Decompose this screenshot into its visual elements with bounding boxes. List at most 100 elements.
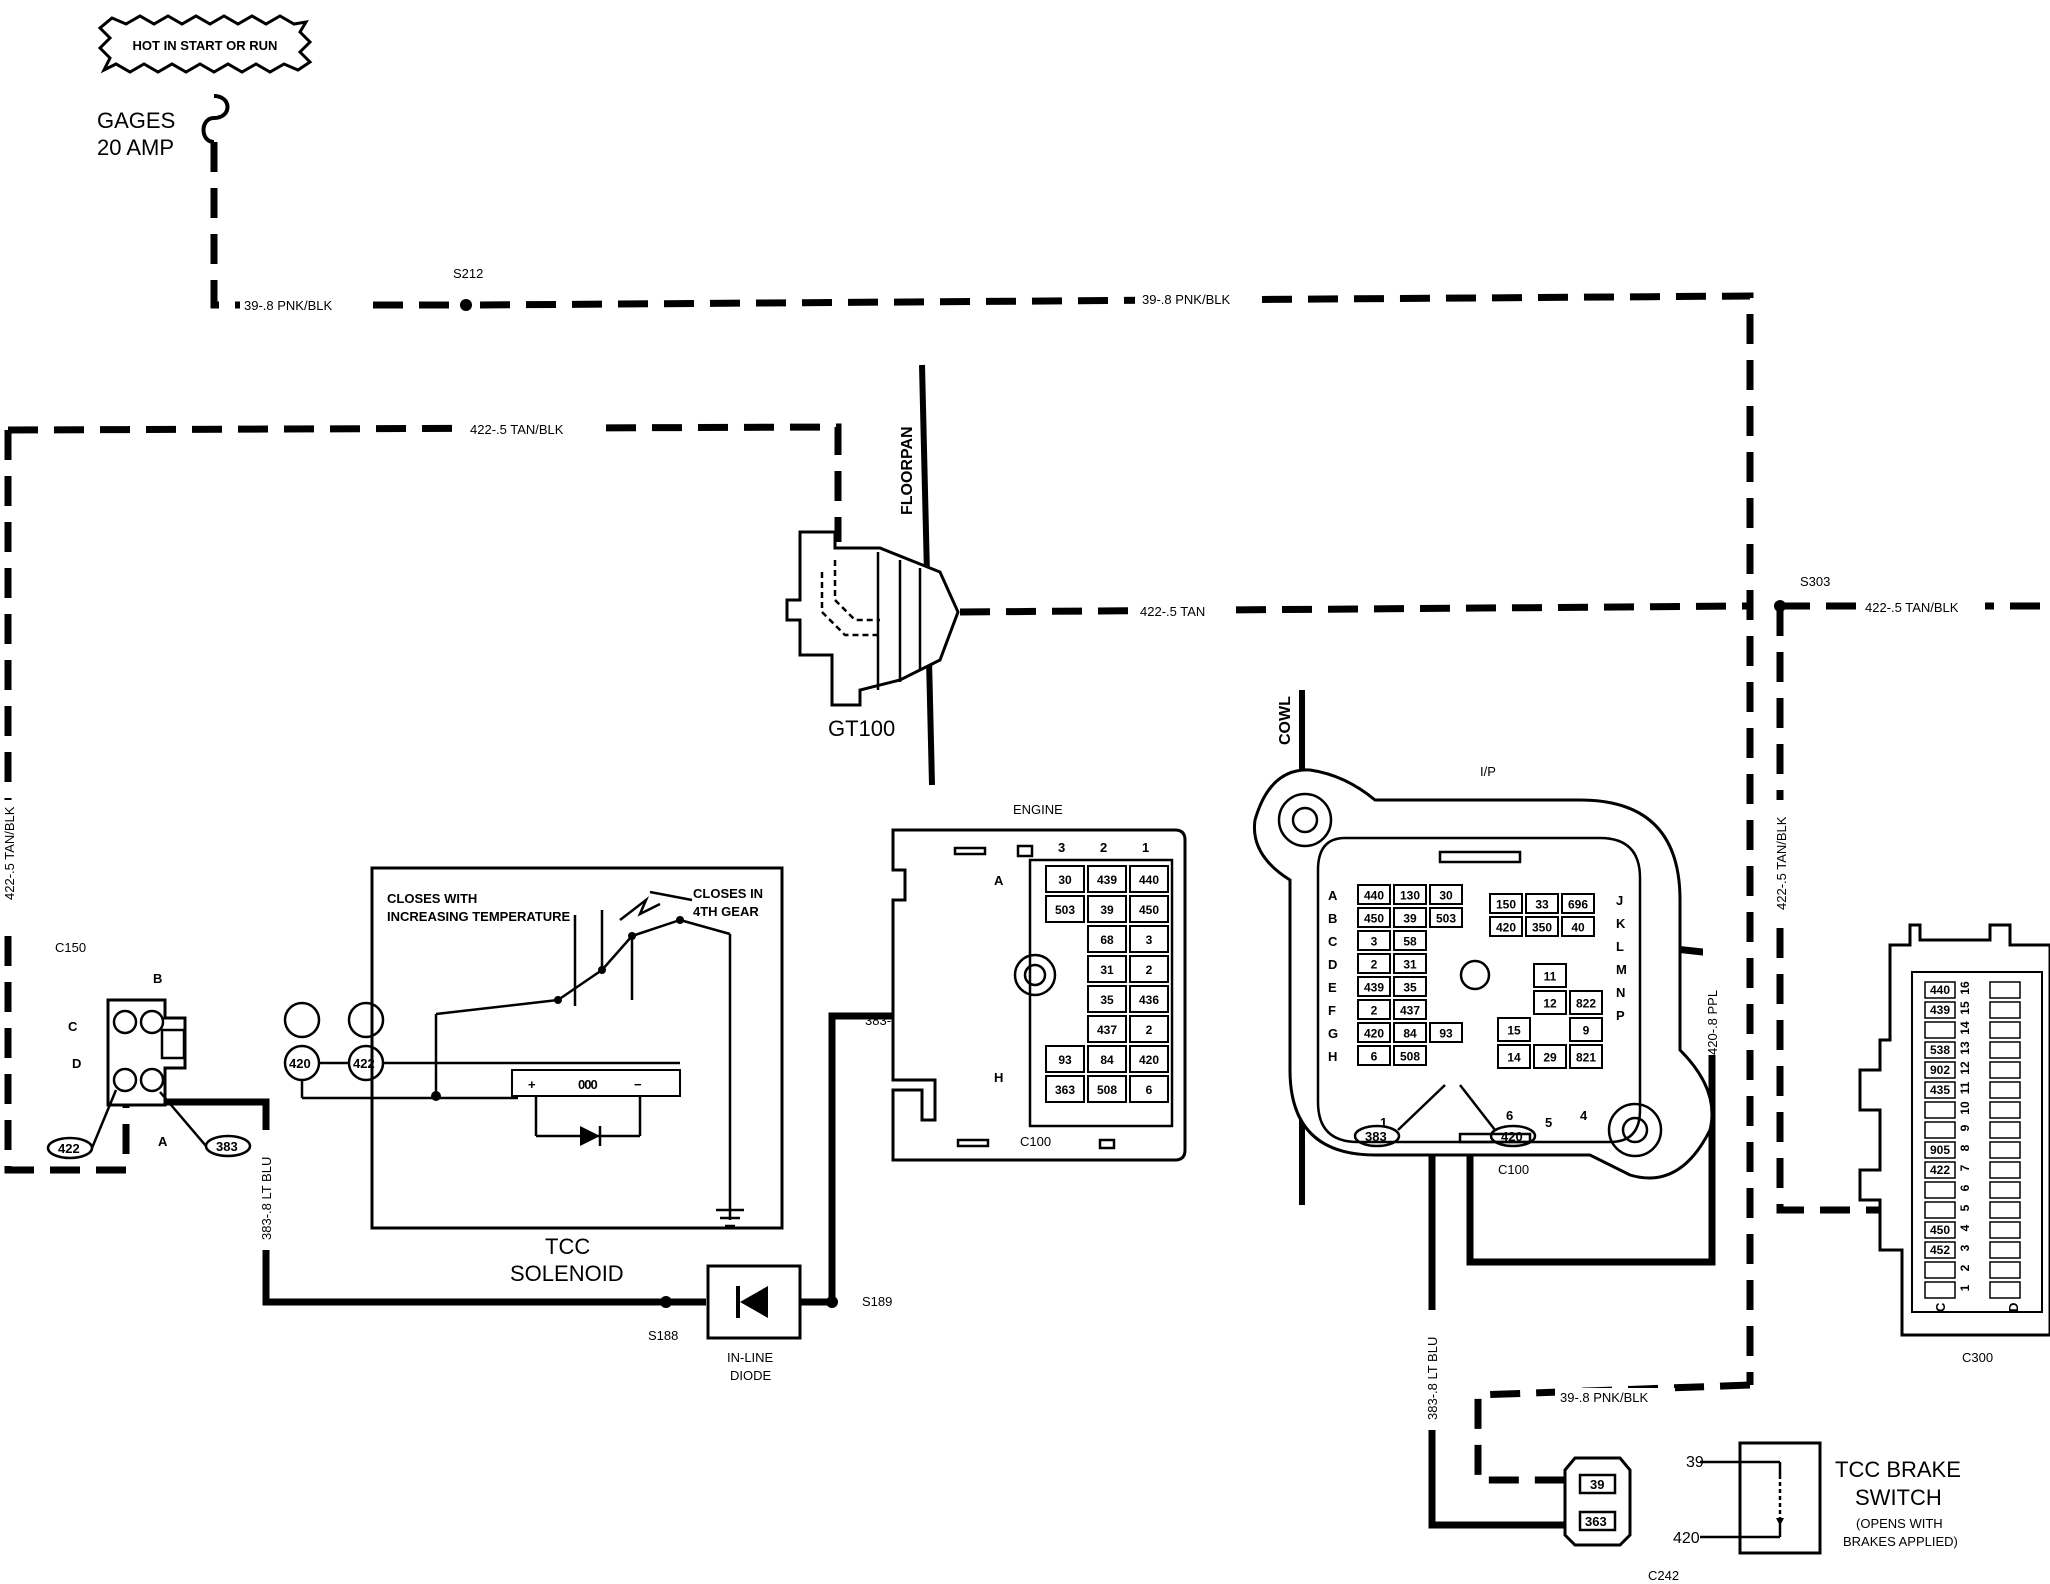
c300-pin-number: 15 [1958, 1001, 1972, 1015]
ip-c100-cavity [1393, 976, 1427, 997]
brake-switch-in-39: 39 [1686, 1454, 1704, 1471]
label-420-ppl: 420-.8 PPL [1705, 990, 1720, 1055]
c300-pin-number: 4 [1958, 1224, 1972, 1231]
ip-c100-cavity [1489, 916, 1523, 937]
c242-label: C242 [1648, 1568, 1679, 1583]
ip-c100-circuit-number: 11 [1544, 970, 1557, 984]
inline-diode-label2: DIODE [730, 1368, 772, 1383]
tcc-solenoid-line2: SOLENOID [510, 1261, 624, 1286]
brake-switch-line4: BRAKES APPLIED) [1843, 1534, 1958, 1549]
engine-c100-cavity [1087, 925, 1127, 953]
ip-c100-cavity [1393, 999, 1427, 1020]
c300-cavity-left [1924, 1161, 1956, 1179]
engine-c100-cavity [1045, 1075, 1085, 1103]
ip-row-letter: K [1616, 916, 1626, 931]
ip-c100-cavity [1497, 1044, 1531, 1069]
engine-c100-cavity [1045, 1045, 1085, 1073]
engine-c100-cavity [1129, 1075, 1169, 1103]
engine-col-3: 3 [1058, 840, 1065, 855]
ip-c100-cavity [1357, 976, 1391, 997]
c300-pin-number: 2 [1958, 1264, 1972, 1271]
label-39-pnk-blk-2: 39-.8 PNK/BLK [1142, 292, 1230, 307]
c300-cell-grid: 1644015439141353812902114351098905742265… [1924, 981, 2021, 1299]
ip-row-letter: G [1328, 1026, 1338, 1041]
ip-c100-cavity [1393, 930, 1427, 951]
splice-s212-dot [460, 299, 472, 311]
solenoid-terminal-420: 420 [289, 1056, 311, 1071]
label-422-tan: 422-.5 TAN [1140, 604, 1205, 619]
fuse-rating: 20 AMP [97, 135, 174, 160]
c150-connector: C150 B C D A 422 383 [46, 940, 252, 1160]
c300-pin-number: 12 [1958, 1061, 1972, 1075]
engine-c100-circuit-number: 420 [1139, 1053, 1159, 1067]
ip-c100-cavity [1357, 999, 1391, 1020]
ip-c100-circuit-number: 437 [1400, 1004, 1420, 1018]
c300-circuit-number: 902 [1930, 1063, 1950, 1077]
ip-c100-circuit-number: 30 [1439, 889, 1453, 903]
ip-c100-circuit-number: 14 [1507, 1051, 1521, 1065]
c300-cavity-right [1989, 981, 2021, 999]
hot-in-start-or-run-label: HOT IN START OR RUN [133, 38, 278, 53]
label-39-pnk-blk-1: 39-.8 PNK/BLK [244, 298, 332, 313]
hot-in-start-or-run-burst [97, 14, 313, 74]
c300-cavity-left [1924, 1201, 1956, 1219]
ip-c100-circuit-number: 420 [1364, 1027, 1384, 1041]
engine-c100-cavity [1045, 895, 1085, 923]
engine-c100-cavity [1129, 1045, 1169, 1073]
ip-c100-cavity [1533, 1044, 1567, 1069]
c242-pin-363: 363 [1585, 1514, 1607, 1529]
engine-row-a: A [994, 873, 1004, 888]
c300-pin-number: 1 [1958, 1284, 1972, 1291]
c300-cavity-right [1989, 1081, 2021, 1099]
ip-c100-cavity [1393, 907, 1427, 928]
ip-c100-circuit-number: 440 [1364, 889, 1384, 903]
engine-c100-circuit-number: 35 [1100, 993, 1114, 1007]
c300-circuit-number: 435 [1930, 1083, 1950, 1097]
ip-row-letter: H [1328, 1049, 1337, 1064]
engine-label: ENGINE [1013, 802, 1063, 817]
brake-switch-line1: TCC BRAKE [1835, 1457, 1961, 1482]
c300-cavity-right [1989, 1061, 2021, 1079]
c150-pin-a: A [158, 1134, 168, 1149]
c300-label: C300 [1962, 1350, 1993, 1365]
c300-cavity-right [1989, 1041, 2021, 1059]
ip-c100-cavity [1429, 1022, 1463, 1043]
wire-39-pnk-blk-main-2 [479, 292, 1754, 1385]
ip-c100-cavity [1393, 953, 1427, 974]
c150-circuit-383: 383 [216, 1139, 238, 1154]
closes-temp-line1: CLOSES WITH [387, 891, 477, 906]
ip-c100-cavity [1393, 1022, 1427, 1043]
c300-cavity-right [1989, 1161, 2021, 1179]
c300-cavity-left [1924, 1021, 1956, 1039]
engine-c100-cavity [1129, 955, 1169, 983]
engine-c100-circuit-number: 39 [1100, 903, 1114, 917]
ip-c100-circuit-number: 3 [1371, 935, 1378, 949]
ip-c100-cavity [1357, 884, 1391, 905]
ip-c100-circuit-number: 420 [1496, 921, 1516, 935]
tcc-solenoid-line1: TCC [545, 1234, 590, 1259]
c300-cavity-right [1989, 1201, 2021, 1219]
ip-c100-circuit-number: 696 [1568, 898, 1588, 912]
ip-c100-circuit-number: 150 [1496, 898, 1516, 912]
c300-cavity-left [1924, 1061, 1956, 1079]
engine-c100-cavity [1087, 955, 1127, 983]
ip-c100-circuit-number: 31 [1403, 958, 1417, 972]
c300-cavity-right [1989, 1021, 2021, 1039]
floorpan-label: FLOORPAN [899, 426, 916, 515]
engine-c100-circuit-number: 6 [1146, 1083, 1153, 1097]
engine-c100-cavity [1087, 1045, 1127, 1073]
engine-c100-circuit-number: 68 [1100, 933, 1114, 947]
c300-circuit-number: 422 [1930, 1163, 1950, 1177]
ip-c100-circuit-number: 93 [1439, 1027, 1453, 1041]
label-39-pnk-blk-3: 39-.8 PNK/BLK [1560, 1390, 1648, 1405]
ip-c100-circuit-number: 29 [1543, 1051, 1557, 1065]
c150-pin-d: D [72, 1056, 81, 1071]
c300-cavity-right [1989, 1261, 2021, 1279]
engine-c100-cavity [1129, 985, 1169, 1013]
splices: S212 S303 S188 S189 [453, 266, 1830, 1343]
ip-c100-circuit-number: 350 [1532, 921, 1552, 935]
brake-switch-line3: (OPENS WITH [1856, 1516, 1943, 1531]
